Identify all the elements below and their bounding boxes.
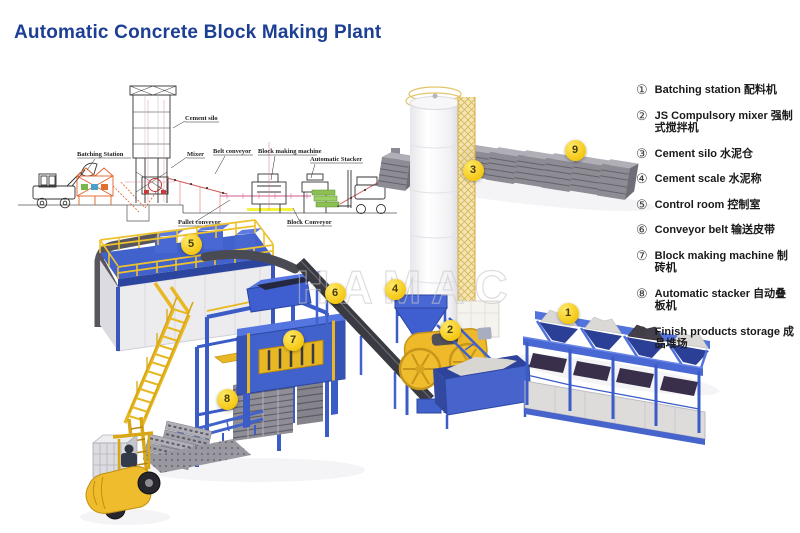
legend-item-number: ⑧ (636, 285, 648, 301)
legend-item-number: ③ (636, 145, 648, 161)
legend-item: ⑨ Finish products storage 成品堆场 (636, 323, 796, 351)
legend-item-label: Finish products storage 成品堆场 (654, 325, 795, 351)
legend-item: ⑥ Conveyor belt 输送皮带 (636, 222, 796, 237)
legend-item-number: ① (636, 82, 648, 97)
page-title: Automatic Concrete Block Making Plant (14, 22, 382, 43)
legend-item-number: ② (636, 107, 648, 123)
silo-cage-ladder (457, 97, 476, 335)
badge-control-room: 5 (180, 233, 202, 255)
ground-line (18, 204, 397, 214)
label-belt-conveyor: Belt conveyor (213, 148, 251, 155)
badge-cement-scale: 4 (384, 278, 406, 300)
schematic-pallet-conveyor (220, 193, 311, 199)
schematic-cement-silo (125, 85, 177, 203)
deck-boxes (155, 223, 262, 253)
legend-item-label: Automatic stacker 自动叠板机 (654, 287, 787, 313)
legend-item-label: Control room 控制室 (654, 198, 761, 211)
legend-item: ⑧ Automatic stacker 自动叠板机 (636, 285, 796, 313)
legend-item-number: ⑤ (636, 196, 648, 212)
legend-item: ① Batching station 配料机 (636, 82, 796, 97)
stairs (123, 282, 194, 429)
schematic-block-making-machine (247, 142, 293, 213)
badge-block-machine: 7 (282, 329, 304, 351)
label-block-conveyor: Block Conveyor (287, 219, 332, 226)
legend-item: ⑤ Control room 控制室 (636, 196, 796, 212)
plant-3d-illustration: HAMAC (80, 86, 719, 525)
label-mixer: Mixer (187, 151, 204, 158)
legend: ① Batching station 配料机 ② JS Compulsory m… (636, 82, 796, 364)
block-making-machine (236, 271, 346, 429)
legend-item-label: JS Compulsory mixer 强制式搅拌机 (654, 109, 793, 135)
legend-item-label: Cement scale 水泥称 (654, 173, 762, 185)
schematic-belt-conveyor (166, 177, 228, 213)
label-block-making-machine: Block making machine (258, 148, 322, 155)
label-automatic-stacker: Automatic Stacker (310, 156, 362, 163)
label-pallet-conveyor: Pallet conveyor (178, 219, 221, 226)
badge-storage: 9 (564, 139, 586, 161)
skip-hopper (433, 355, 532, 429)
legend-item-number: ④ (636, 171, 648, 186)
legend-item: ④ Cement scale 水泥称 (636, 171, 796, 186)
legend-item: ③ Cement silo 水泥仓 (636, 145, 796, 161)
legend-item-label: Batching station 配料机 (654, 84, 777, 96)
legend-item-number: ⑨ (636, 323, 648, 339)
badge-mixer: 2 (439, 319, 461, 341)
legend-item: ② JS Compulsory mixer 强制式搅拌机 (636, 107, 796, 135)
schematic-forklift (337, 170, 386, 214)
legend-item-label: Conveyor belt 输送皮带 (654, 224, 776, 236)
legend-item-label: Cement silo 水泥仓 (654, 147, 754, 160)
badge-stacker: 8 (216, 388, 238, 410)
forklift (85, 416, 161, 520)
legend-item-number: ⑦ (636, 247, 648, 263)
label-cement-silo: Cement silo (185, 115, 218, 122)
label-batching-station: Batching Station (77, 151, 124, 158)
legend-item-label: Block making machine 制砖机 (654, 249, 788, 275)
badge-cement-silo: 3 (462, 159, 484, 181)
legend-item-number: ⑥ (636, 222, 648, 237)
badge-conveyor-belt: 6 (324, 282, 346, 304)
schematic-automatic-stacker (301, 173, 340, 213)
legend-item: ⑦ Block making machine 制砖机 (636, 247, 796, 275)
badge-batching-station: 1 (557, 302, 579, 324)
schematic-labels: Batching Station Cement silo Mixer Belt … (77, 115, 363, 227)
schematic-batching-station (76, 167, 114, 205)
schematic-skip-channel (112, 181, 164, 222)
